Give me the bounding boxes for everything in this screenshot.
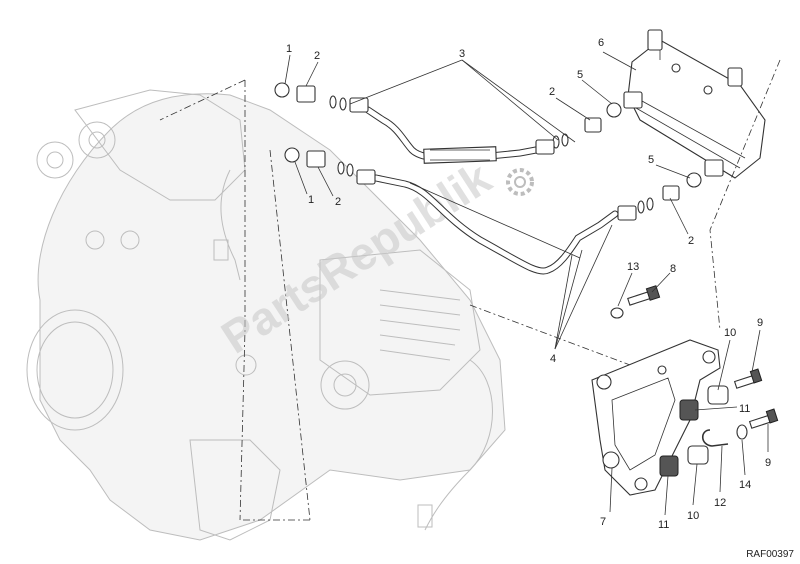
callout-11: 11 [739,403,750,415]
callout-13: 13 [627,261,639,273]
oil-cooler [623,29,766,179]
callout-5: 5 [577,69,583,81]
timing-pulleys [36,121,370,410]
callout-7: 7 [600,516,606,528]
callout-numbers: 1 2 3 6 5 2 1 2 5 2 13 8 4 10 9 11 9 7 1… [286,37,771,531]
callout-8: 8 [670,263,676,275]
callout-10: 10 [724,327,736,339]
callout-2: 2 [688,235,694,247]
rubber-mounts [659,385,729,477]
oil-hose-lower [372,174,619,275]
engine-connector [213,239,229,261]
leader-lines [284,51,769,516]
callout-11: 11 [658,519,669,531]
lower-hose-fittings [337,161,654,221]
cooler-reference-line [709,59,781,331]
sensor-cable [424,359,493,531]
watermark-gear-icon [506,168,534,196]
callout-9: 9 [765,457,771,469]
front-cylinder-head [319,249,481,396]
sensor-connector [417,504,433,528]
callout-6: 6 [598,37,604,49]
bolt-8-washer-13 [610,285,661,319]
callout-3: 3 [459,48,465,60]
callout-2: 2 [314,50,320,62]
engine-block [37,93,506,541]
harness [220,169,241,281]
callout-10: 10 [687,510,699,522]
callout-1: 1 [308,194,314,206]
callout-2: 2 [549,86,555,98]
callout-14: 14 [739,479,751,491]
upper-hose-fittings [329,95,569,155]
drawing-code: RAF00397 [746,549,794,560]
left-unions [274,82,326,168]
oil-hose-upper [364,106,540,164]
clip-washer-bolts [701,368,779,447]
callout-4: 4 [550,353,556,365]
front-head-fins [379,289,461,361]
callout-12: 12 [714,497,726,509]
generator-cover [26,309,124,431]
cooler-unions [584,102,702,201]
callout-9: 9 [757,317,763,329]
callout-5: 5 [648,154,654,166]
callout-1: 1 [286,43,292,55]
callout-2: 2 [335,196,341,208]
bolt-reference-line [469,304,631,366]
engine-reference-lines [159,79,311,521]
cooler-bracket [591,339,721,496]
